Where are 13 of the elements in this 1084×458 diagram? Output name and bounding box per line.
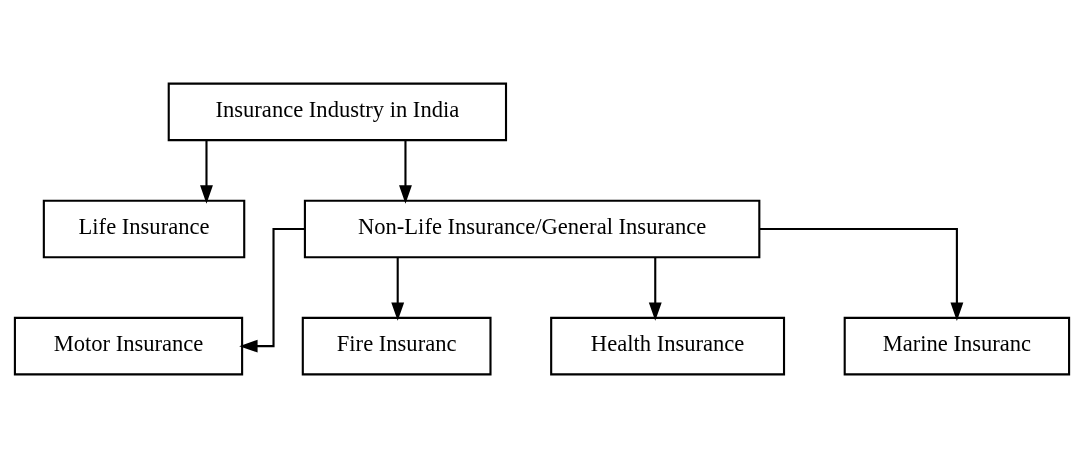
node-box: Non-Life Insurance/General Insurance [303, 199, 761, 259]
arrow [200, 140, 213, 204]
arrow [391, 257, 405, 321]
arrow [399, 140, 412, 204]
node-box: Marine Insuranc [843, 316, 1071, 376]
node-box: Health Insurance [550, 316, 786, 376]
arrow [648, 257, 662, 321]
node-box: Motor Insurance [13, 316, 244, 376]
node-box: Fire Insuranc [301, 316, 492, 376]
arrow [759, 227, 964, 321]
node-box: Life Insurance [42, 199, 246, 259]
arrow [239, 227, 305, 353]
node-box: Insurance Industry in India [167, 82, 508, 142]
